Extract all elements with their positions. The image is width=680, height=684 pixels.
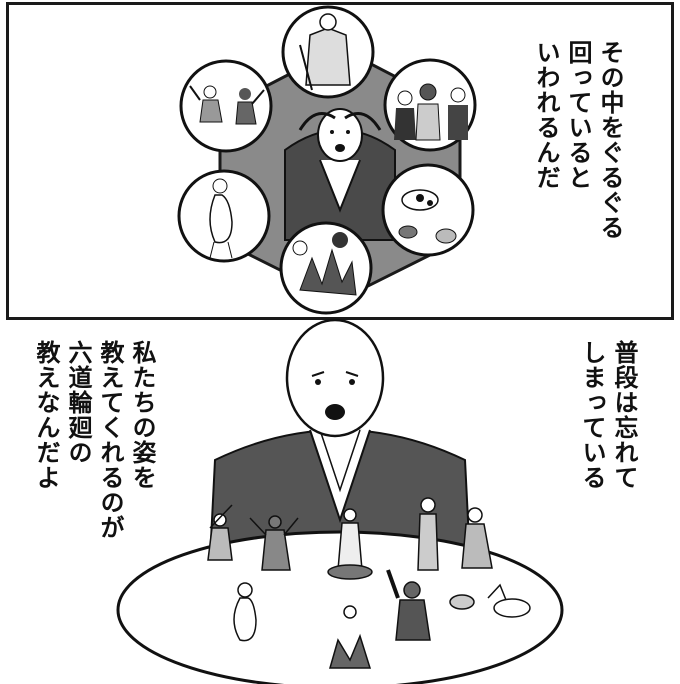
bottom-left-caption: 私たちの姿を 教えてくれるのが 六道輪廻の 教えなんだよ [30,340,158,540]
top-caption-col3: いわれるんだ [532,40,560,190]
bottom-left-col4: 教えなんだよ [32,340,60,490]
bottom-left-col2: 教えてくれるのが [96,340,124,540]
bottom-left-col1: 私たちの姿を [128,340,156,490]
realm-circle-hell [279,221,373,315]
top-caption-col1: その中をぐるぐる [596,40,624,240]
bottom-left-col3: 六道輪廻の [64,340,92,465]
bottom-right-caption: 普段は忘れて しまっている [576,340,640,490]
realm-circle-animals [381,163,475,257]
top-caption-col2: 回っていると [564,40,592,190]
top-caption: その中をぐるぐる 回っていると いわれるんだ [530,40,626,240]
realm-circle-heaven [281,5,375,99]
realm-circle-asuras [179,59,273,153]
realm-circle-humans [383,58,477,152]
table-figures [207,497,531,669]
bottom-right-col1: 普段は忘れて [610,340,638,490]
troubled-man-figure [284,108,396,241]
realm-circle-hungry-ghosts [177,169,271,263]
bottom-right-col2: しまっている [578,340,606,490]
round-table [116,530,564,684]
